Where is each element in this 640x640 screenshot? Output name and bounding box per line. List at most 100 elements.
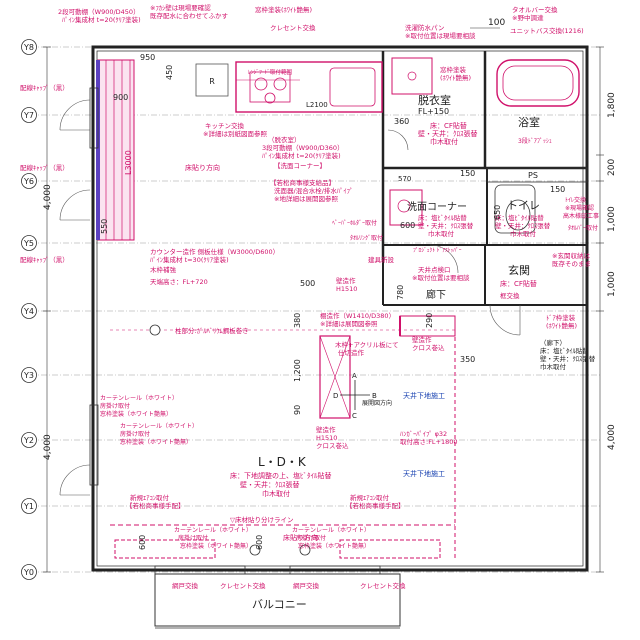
note-fukashi-2: 既存配水に合わせてふかす: [150, 11, 229, 20]
room-entrance-finish: 床：CF貼替: [500, 279, 537, 288]
note-elevation-dir: 展開図方向: [362, 399, 392, 407]
note-kitchen-exchange: キッチン交換: [205, 121, 245, 130]
room-toilet: トイレ: [507, 199, 540, 212]
note-curtain-bl-2: 房掛け取付: [178, 534, 208, 542]
note-shelf-top-2: ﾊﾟｲﾝ集成材 t=20(ｸﾘｱ塗装): [62, 15, 141, 24]
room-dressing-level: FL+150: [418, 107, 449, 116]
note-tp-holder: ﾍﾟｰﾊﾟｰﾎﾙﾀﾞｰ取付: [332, 219, 377, 227]
note-shelf-mid-3: ﾊﾟｲﾝ集成材 t=20(ｸﾘｱ塗装): [262, 151, 341, 160]
pillar-marks: [149, 324, 311, 556]
note-shelf-top-1: 2段可動棚（W900/D450）: [58, 7, 140, 16]
room-washroom: 洗面コーナー: [407, 201, 467, 213]
note-wall-h-1: 壁造作: [336, 276, 356, 285]
dim-380: 380: [293, 313, 302, 328]
top-dim-100: 100: [488, 18, 505, 28]
dim-450: 450: [165, 65, 174, 80]
dim-360: 360: [394, 117, 409, 126]
room-entrance: 玄関: [508, 263, 530, 277]
room-ldk-finish-3: 巾木取付: [262, 489, 290, 498]
room-dressing-finish-2: 壁・天井：ｸﾛｽ張替: [418, 129, 478, 138]
note-wood-frame: 木枠補強: [150, 265, 177, 274]
note-ac-right-1: 新規ｴｱｺﾝ取付: [350, 493, 390, 502]
axis-label-y1: Y1: [23, 502, 34, 511]
axis-label-y2: Y2: [23, 436, 34, 445]
right-dim-1000a: 1,000: [607, 206, 617, 232]
room-washroom-finish-3: 巾木取付: [428, 229, 455, 238]
note-towel-bar-1: タオルバー交換: [512, 5, 558, 14]
balcony-windows: [154, 565, 401, 629]
note-entrance-storage-1: ※玄関収納は: [552, 251, 590, 260]
note-pillar-wrap: 柱部分:ｶﾞﾙﾊﾞﾘｳﾑ鋼板巻き: [175, 326, 249, 335]
room-dressing-finish-3: 巾木取付: [430, 137, 458, 146]
note-crescent-l: クレセント交換: [220, 581, 266, 590]
left-dim-lower: 4,000: [43, 434, 53, 460]
note-hallway-3: 壁・天井：ｸﾛｽ張替: [540, 354, 596, 363]
note-counter-top: 天端高さ：FL+720: [150, 277, 208, 286]
note-wall-h2-2: H1510: [316, 434, 337, 442]
note-entrance-storage-2: 既存そのまま: [552, 259, 591, 268]
washer-pan: [391, 57, 433, 95]
door-swings: [59, 99, 521, 496]
note-fan-range: ﾚﾝｼﾞﾌｰﾄﾞ取付範囲: [248, 68, 293, 76]
note-curtain-br-1: カーテンレール（ホワイト）: [292, 527, 370, 534]
axis-label-y6: Y6: [23, 177, 34, 186]
compass-a: A: [352, 372, 357, 380]
ac-right: [339, 539, 441, 559]
dim-500: 500: [300, 279, 315, 288]
note-wakamatsu-wash: 【若松商事様支給品】: [270, 178, 335, 187]
left-windows: [89, 87, 99, 486]
left-dim-upper: 4,000: [43, 184, 53, 210]
note-ac-right-2: 【若松商事様手配】: [346, 501, 405, 510]
dim-150b: 150: [550, 185, 565, 194]
note-towel-bar-2: ※野中調達: [512, 13, 544, 22]
right-dim-200: 200: [607, 159, 617, 176]
dim-600: 600: [400, 221, 415, 230]
note-curtain-bl-3: 窓枠塗装（ホワイト艶無）: [180, 542, 252, 550]
note-ceiling-inspect-2: ※取付位置は要相談: [412, 273, 470, 282]
note-curtain-left-top-1: カーテンレール（ホワイト）: [100, 395, 178, 402]
room-balcony: バルコニー: [252, 598, 307, 611]
note-unit-bath: ユニットバス交換(1216): [510, 26, 584, 35]
room-bath: 浴室: [518, 115, 540, 129]
note-cap-y7: 配線ｷｬｯﾌﾟ（黒）: [20, 163, 69, 172]
right-dim-4000: 4,000: [607, 424, 617, 450]
note-curtain-left-mid-2: 房掛け取付: [120, 430, 150, 438]
note-door-std: ﾌﾟﾛｼﾞｪｸﾄ ﾄﾞｱｽﾄｯﾊﾟｰ: [413, 247, 462, 254]
compass-d: D: [333, 392, 338, 400]
note-curtain-left-mid-3: 窓枠塗装（ホワイト艶無）: [120, 438, 192, 446]
dim-550: 550: [100, 219, 109, 234]
left-counter: [97, 59, 135, 241]
dim-780: 780: [396, 285, 405, 300]
axis-label-y3: Y3: [23, 371, 34, 380]
note-floor-dir: 床貼り方向: [185, 163, 220, 172]
axis-label-y7: Y7: [23, 111, 34, 120]
note-crescent-r: クレセント交換: [360, 581, 406, 590]
room-dressing: 脱衣室: [418, 93, 451, 107]
note-hallway-2: 床：塩ﾋﾞﾀｲﾙ貼替: [540, 346, 589, 355]
note-counter-len: L3000: [124, 150, 133, 175]
note-curtain-bl-1: カーテンレール（ホワイト）: [174, 527, 252, 534]
room-washroom-finish-2: 壁・天井：ｸﾛｽ張替: [418, 221, 474, 230]
room-toilet-finish-3: 巾木取付: [510, 229, 537, 238]
right-dimension: [596, 46, 604, 573]
room-ldk-finish-1: 床：下地調整の上、塩ﾋﾞﾀｲﾙ貼替: [230, 471, 332, 480]
note-toilet-exchange-2: ※現場確認: [565, 204, 594, 212]
note-shelf-tv-1: 棚造作（W1410/D380）: [320, 311, 395, 320]
right-dim-1000b: 1,000: [607, 271, 617, 297]
axis-label-y5: Y5: [23, 239, 34, 248]
dim-950: 950: [140, 53, 155, 62]
compass-b: B: [372, 392, 377, 400]
room-ldk: L・D・K: [258, 455, 307, 469]
kitchen-counter: [235, 61, 383, 113]
note-shelf-mid-1: （脱衣室）: [268, 135, 301, 144]
note-hanger-pipe-2: 取付高さ:FL+1800: [400, 437, 458, 446]
room-hallway: 廊下: [426, 288, 446, 301]
dim-90: 90: [293, 405, 302, 415]
note-wall-h-2: H1510: [336, 285, 357, 293]
note-toilet-exchange-3: 高木様邸工事: [563, 212, 599, 220]
room-ldk-finish-2: 壁・天井：ｸﾛｽ張替: [240, 480, 300, 489]
dim-290: 290: [425, 313, 434, 328]
refrigerator-mark: R: [209, 77, 215, 86]
axis-label-y8: Y8: [23, 43, 34, 52]
